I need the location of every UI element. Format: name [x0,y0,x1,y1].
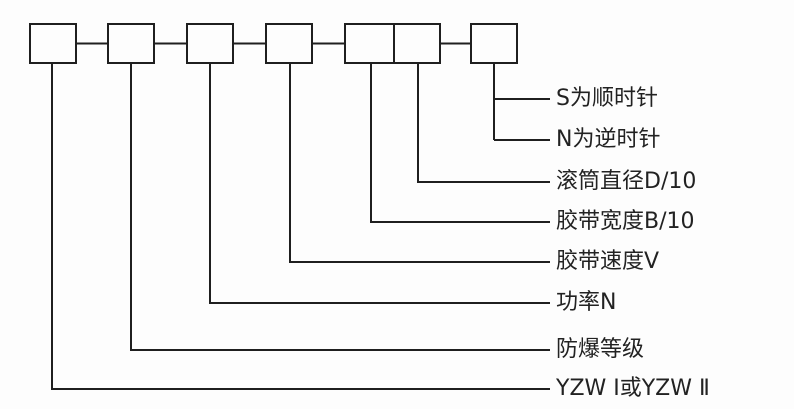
leader-power [209,63,550,304]
label-rotation-cw: S为顺时针 [556,86,658,111]
label-belt-speed: 胶带速度V [556,249,660,274]
leader-drum-diameter [417,63,550,183]
code-box-6 [393,23,441,64]
leader-model-type [51,63,550,390]
label-belt-width: 胶带宽度B/10 [556,209,695,234]
label-model-type: YZW Ⅰ或YZW Ⅱ [556,376,710,401]
label-drum-diameter: 滚筒直径D/10 [556,169,697,194]
code-box-3 [186,23,234,64]
leader-explosion-proof-grade [130,63,550,351]
label-explosion-proof-grade: 防爆等级 [556,337,645,362]
code-box-7 [470,23,518,64]
code-box-4 [265,23,313,64]
code-box-5 [344,23,395,64]
leader-belt-width [370,63,550,223]
label-power: 功率N [556,290,617,315]
label-rotation-ccw: N为逆时针 [556,127,661,152]
code-box-2 [107,23,155,64]
leader-belt-speed [289,63,550,263]
code-box-1 [29,23,77,64]
